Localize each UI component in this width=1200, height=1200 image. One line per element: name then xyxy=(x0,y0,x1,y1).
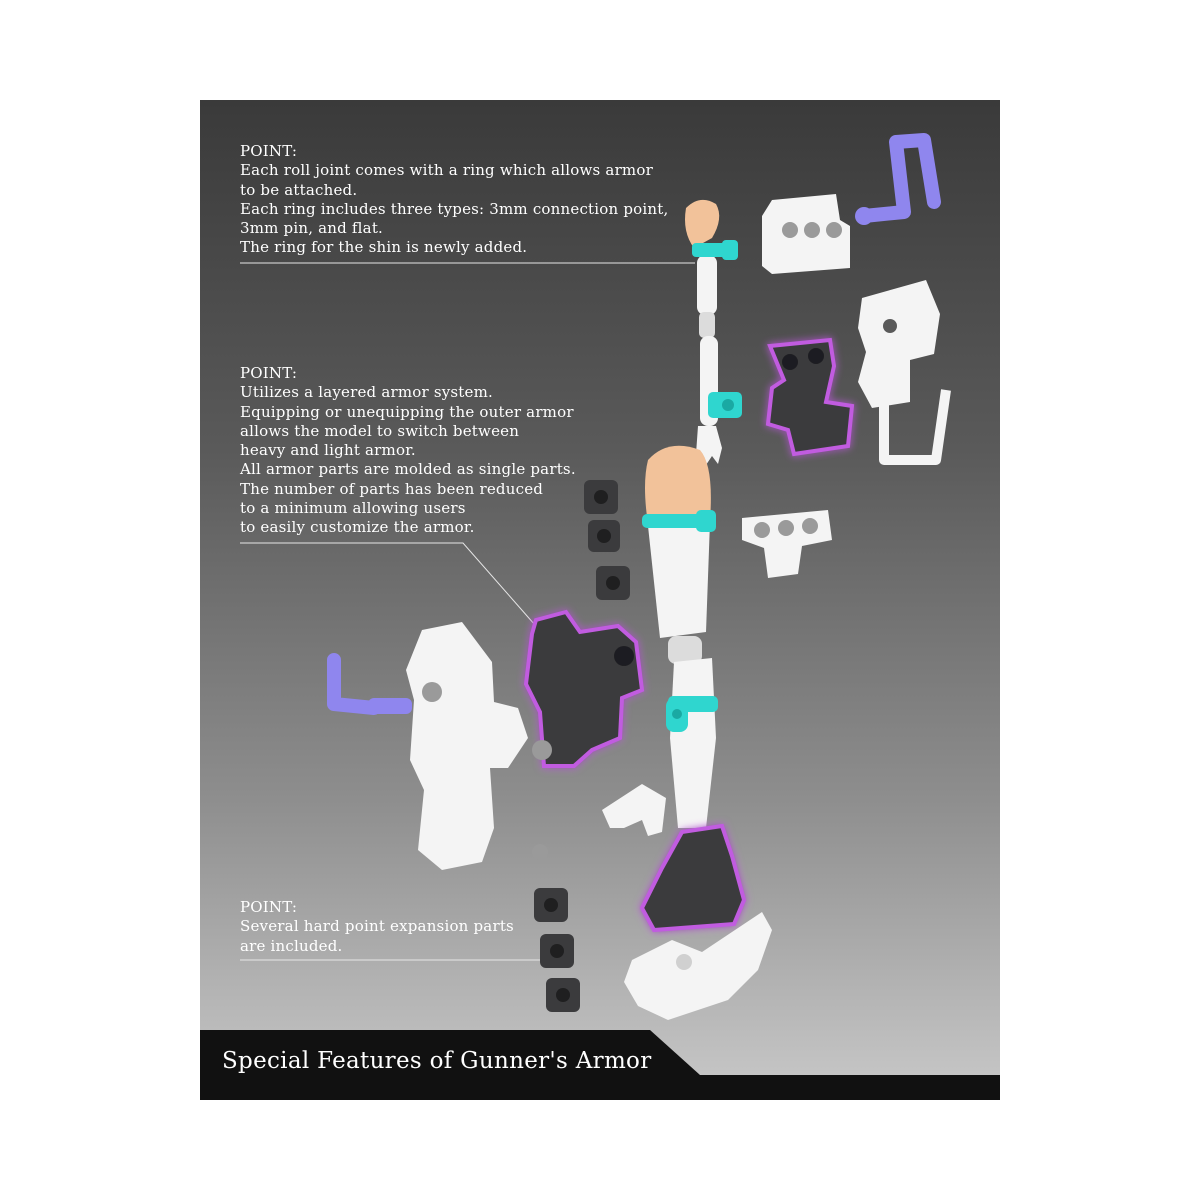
arm-assembly xyxy=(685,199,742,468)
feature-panel: POINT: Each roll joint comes with a ring… xyxy=(200,100,1000,1100)
armor-illustration xyxy=(200,133,1000,1100)
callout-heading: POINT: xyxy=(240,142,298,160)
callout-line: All armor parts are molded as single par… xyxy=(240,460,576,479)
purple-handle-top xyxy=(855,133,941,225)
shoulder-skin xyxy=(685,199,720,248)
callout-line: to easily customize the armor. xyxy=(240,518,475,537)
hardpoint-stack-lower xyxy=(534,888,580,1012)
callout-line: Equipping or unequipping the outer armor xyxy=(240,402,574,421)
thigh-armor-inner xyxy=(523,609,645,768)
arm-ring-upper xyxy=(692,240,738,260)
shin-ring xyxy=(666,696,718,732)
purple-handle-lower xyxy=(327,653,412,715)
forearm-armor-outer xyxy=(858,280,951,465)
thigh-armor-white xyxy=(742,510,832,578)
shoe-armor-white xyxy=(624,912,772,1020)
thigh-skin xyxy=(645,445,711,524)
callout-line: heavy and light armor. xyxy=(240,441,416,460)
upper-arm-armor xyxy=(762,194,850,274)
callout-roll-joint-ring: POINT: Each roll joint comes with a ring… xyxy=(240,142,668,258)
callout-line: The ring for the shin is newly added. xyxy=(240,238,528,257)
upper-arm xyxy=(697,255,717,315)
hardpoint-stack-upper xyxy=(584,480,630,600)
thigh-sock xyxy=(648,522,710,638)
leg-assembly xyxy=(639,445,747,933)
callout-line: to be attached. xyxy=(240,180,358,199)
leader-line-2 xyxy=(240,542,536,626)
leg-armor-outer xyxy=(406,622,552,870)
thigh-ring xyxy=(642,510,716,532)
arm-ring-lower xyxy=(708,392,742,418)
callout-heading: POINT: xyxy=(240,364,298,382)
small-white-bracket xyxy=(602,784,666,836)
title-banner xyxy=(200,1030,1000,1100)
shin xyxy=(670,658,716,828)
callout-line: to a minimum allowing users xyxy=(240,499,466,518)
forearm-armor-handle xyxy=(879,389,951,465)
shoe xyxy=(639,823,747,933)
callout-line: Utilizes a layered armor system. xyxy=(240,383,493,402)
elbow-joint xyxy=(699,312,715,338)
banner-title: Special Features of Gunner's Armor xyxy=(222,1048,652,1074)
knee-joint xyxy=(668,636,702,664)
callout-layered-armor: POINT: Utilizes a layered armor system. … xyxy=(240,364,576,538)
callout-line: Several hard point expansion parts xyxy=(240,917,514,936)
forearm-armor-inner xyxy=(765,337,855,457)
callout-hard-point: POINT: Several hard point expansion part… xyxy=(240,898,514,956)
callout-line: The number of parts has been reduced xyxy=(240,479,544,498)
callout-leaders xyxy=(240,262,695,961)
callout-line: Each ring includes three types: 3mm conn… xyxy=(240,199,669,218)
callout-line: allows the model to switch between xyxy=(240,421,520,440)
callout-heading: POINT: xyxy=(240,898,298,916)
callout-line: 3mm pin, and flat. xyxy=(240,219,384,238)
callout-line: are included. xyxy=(240,936,343,955)
callout-line: Each roll joint comes with a ring which … xyxy=(240,161,653,180)
